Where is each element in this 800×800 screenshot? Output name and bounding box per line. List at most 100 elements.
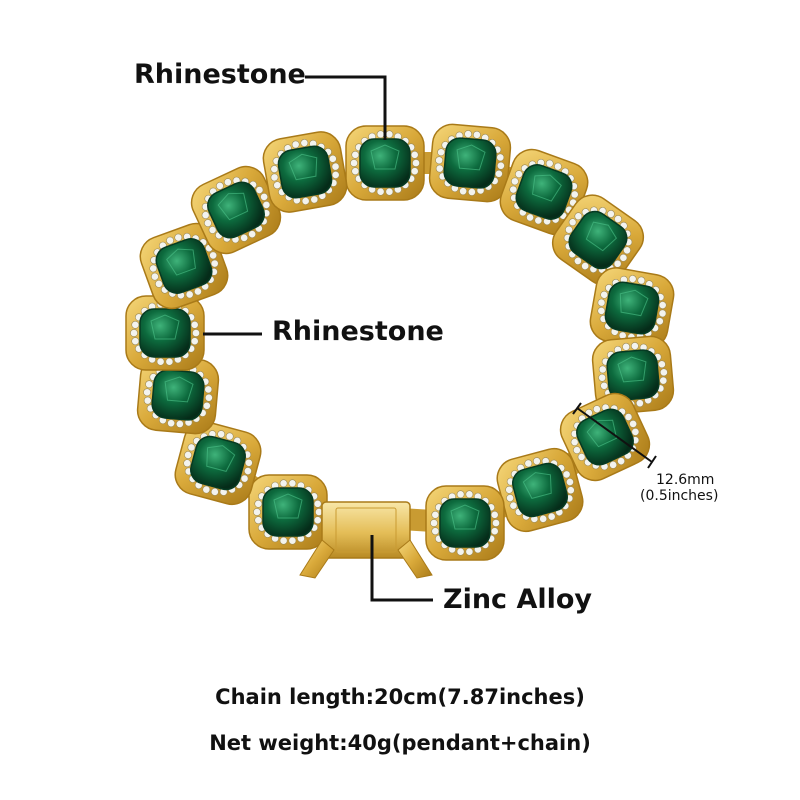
bracelet-chain — [125, 123, 675, 561]
zinc-alloy-label: Zinc Alloy — [443, 584, 593, 615]
rhinestone-halo — [430, 490, 500, 556]
rhinestone — [143, 396, 152, 405]
rhinestone — [202, 485, 211, 494]
stone-facet — [617, 356, 647, 383]
rhinestone — [183, 459, 192, 468]
rhinestone — [201, 211, 210, 220]
emerald-stone — [604, 281, 660, 335]
emerald-stone — [443, 137, 497, 189]
rhinestone — [217, 430, 226, 439]
rhinestone — [431, 510, 440, 519]
rhinestone — [187, 443, 196, 452]
bracelet-link — [425, 485, 505, 561]
rhinestone — [328, 154, 337, 163]
rhinestone — [410, 150, 419, 159]
rhinestone — [435, 156, 444, 165]
rhinestone — [430, 519, 438, 527]
dimension-tick-start — [572, 402, 582, 415]
rhinestone — [637, 276, 646, 285]
rhinestone — [376, 187, 385, 196]
rhinestone — [635, 399, 644, 408]
bracelet-link — [174, 420, 262, 506]
rhinestone — [509, 501, 518, 510]
rhinestone — [609, 460, 618, 469]
callout-lines — [203, 75, 433, 602]
bracelet-link — [591, 335, 675, 415]
rhinestone — [431, 527, 440, 536]
dimension-mm-label: 12.6mm — [656, 472, 715, 488]
rhinestone-halo — [201, 176, 271, 244]
emerald-stone — [207, 181, 265, 239]
rhinestone — [313, 499, 322, 508]
rhinestone — [554, 162, 562, 171]
rhinestone — [631, 427, 640, 436]
bracelet-link — [136, 355, 220, 435]
rhinestone — [190, 337, 199, 346]
rhinestone — [496, 161, 505, 170]
emerald-stone — [359, 138, 411, 188]
emerald-stone — [512, 462, 568, 518]
rhinestone — [510, 177, 519, 186]
stone-facet — [450, 504, 480, 530]
rhinestone — [240, 474, 249, 483]
clasp-box — [321, 501, 411, 559]
rhinestone — [131, 320, 140, 329]
rhinestone — [598, 373, 607, 382]
rhinestone — [435, 164, 444, 173]
dimension-line — [576, 407, 653, 463]
dimension-tick-end — [647, 455, 657, 469]
leader-line-clasp — [370, 535, 433, 602]
rhinestone — [255, 186, 264, 194]
rhinestone — [568, 218, 577, 227]
rhinestone — [313, 516, 322, 525]
rhinestone — [270, 173, 279, 182]
rhinestone — [562, 470, 571, 479]
emerald-stone — [576, 408, 634, 466]
rhinestone — [574, 212, 583, 221]
emerald-stone — [139, 308, 191, 358]
rhinestone — [279, 479, 288, 488]
rhinestone — [532, 457, 541, 466]
clasp-inner — [335, 507, 397, 553]
rhinestone — [131, 337, 140, 346]
rhinestone — [472, 130, 481, 139]
rhinestone — [614, 215, 622, 223]
rhinestone — [496, 153, 505, 162]
dimension-marker — [572, 402, 657, 469]
rhinestone — [130, 329, 138, 337]
rhinestone — [659, 368, 668, 377]
rhinestone — [192, 329, 200, 337]
rhinestone — [570, 190, 579, 199]
rhinestone — [385, 187, 394, 196]
rhinestone — [150, 272, 159, 281]
rhinestone — [174, 233, 183, 242]
bracelet-link — [248, 474, 328, 550]
rhinestone — [204, 219, 212, 228]
rhinestone — [659, 376, 668, 385]
rhinestone — [194, 287, 202, 296]
rhinestone — [539, 514, 548, 523]
rhinestone — [244, 458, 253, 467]
bracelet-link — [589, 267, 675, 349]
bracelet-link — [262, 131, 348, 213]
emerald-stone — [568, 210, 628, 270]
rhinestone — [254, 499, 263, 508]
rhinestone — [465, 490, 474, 499]
rhinestone-halo — [149, 232, 219, 300]
rhinestone — [145, 380, 154, 389]
rhinestone — [210, 487, 219, 496]
rhinestone — [456, 490, 465, 499]
net-weight-spec: Net weight:40g(pendant+chain) — [209, 731, 591, 755]
rhinestone — [534, 216, 543, 225]
rhinestone — [505, 485, 514, 494]
rhinestone — [412, 159, 420, 167]
stone-facet — [273, 493, 303, 519]
rhinestone — [506, 494, 514, 502]
rhinestone — [310, 195, 319, 204]
stone-facet — [585, 221, 617, 252]
rhinestone — [156, 357, 165, 366]
rhinestone — [331, 162, 340, 171]
rhinestone — [573, 446, 581, 455]
